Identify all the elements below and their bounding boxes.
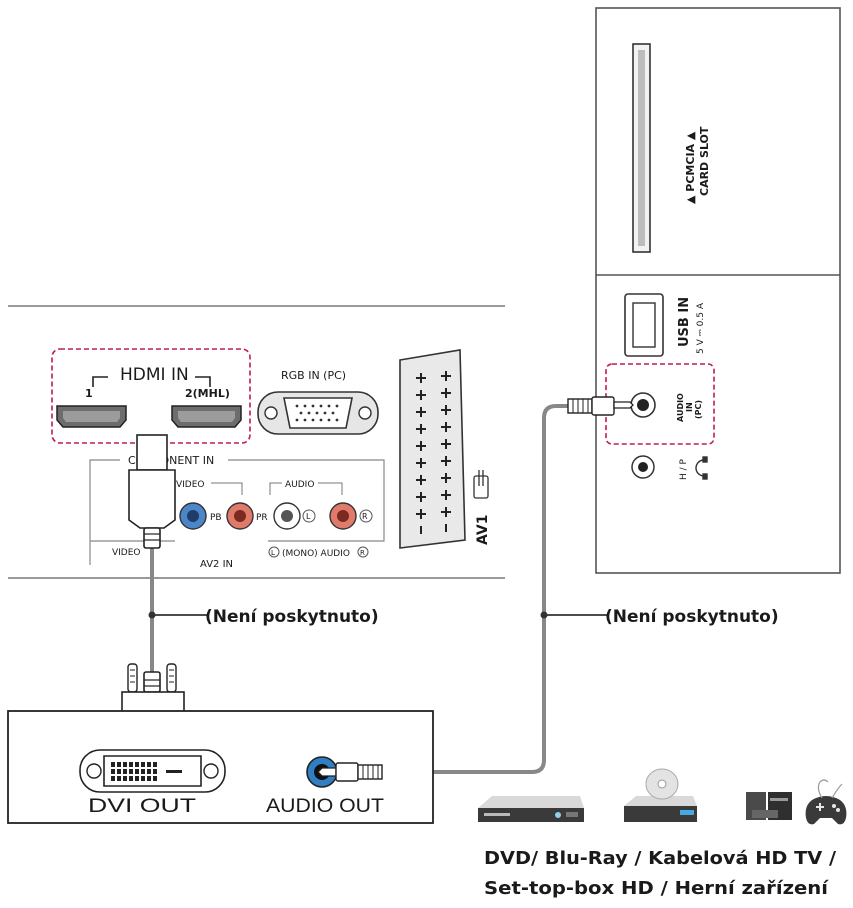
caption-line-1: DVD/ Blu-Ray / Kabelová HD TV / <box>484 848 836 869</box>
hdmi-port-1-label: 1 <box>85 387 93 400</box>
audio-out-label: AUDIO OUT <box>266 796 384 817</box>
audio-left-jack[interactable] <box>273 502 301 530</box>
scart-icon <box>473 470 489 499</box>
hdmi-port-2[interactable] <box>171 405 242 428</box>
audio-right-label: R <box>362 512 368 521</box>
game-controller-icon <box>805 779 847 825</box>
pcmcia-label: ▲ PCMCIA ▲ <box>684 131 697 204</box>
component-in-block <box>89 459 385 565</box>
set-top-box-icon <box>746 792 792 820</box>
dvi-out-port[interactable] <box>79 749 226 793</box>
left-cable-label: (Není poskytnuto) <box>205 607 379 627</box>
mono-audio-label: (MONO) AUDIO <box>282 549 350 559</box>
hdmi-highlight-box <box>51 348 251 444</box>
audio-group-label: AUDIO <box>285 480 314 490</box>
audio-in-label-3: (PC) <box>694 400 703 419</box>
audio-plug-bottom <box>317 762 383 782</box>
scart-av1-port[interactable] <box>399 349 466 549</box>
video-bottom-label: VIDEO <box>112 548 141 558</box>
component-video-label: VIDEO <box>176 480 205 490</box>
hdmi-port-2-label: 2(MHL) <box>185 387 230 400</box>
usb-in-label: USB IN <box>677 297 692 347</box>
audio-left-label: L <box>306 512 311 521</box>
pr-jack[interactable] <box>226 502 254 530</box>
pb-label: PB <box>210 513 222 523</box>
hdmi-plug <box>128 434 176 549</box>
usb-rating-label: 5 V ⎓ 0.5 A <box>696 302 706 354</box>
dvi-out-label: DVI OUT <box>88 796 197 817</box>
card-slot-label: CARD SLOT <box>698 126 711 196</box>
dvd-player-icon <box>478 796 584 822</box>
headphone-icon <box>695 456 708 480</box>
audio-right-jack[interactable] <box>329 502 357 530</box>
audio-in-pc-jack[interactable] <box>630 392 656 418</box>
rgb-in-label: RGB IN (PC) <box>281 369 346 382</box>
audio-in-label-2: IN <box>685 402 694 412</box>
bluray-player-icon <box>624 768 697 822</box>
pb-jack[interactable] <box>179 502 207 530</box>
av1-label: AV1 <box>475 515 491 545</box>
tv-rear-panel <box>8 305 505 579</box>
av2-in-label: AV2 IN <box>200 559 233 570</box>
audio-cable <box>398 404 580 774</box>
rgb-port[interactable] <box>257 391 379 435</box>
caption-line-2: Set-top-box HD / Herní zařízení <box>484 878 829 899</box>
hdmi-port-1[interactable] <box>56 405 127 428</box>
right-cable-label: (Není poskytnuto) <box>605 607 779 627</box>
audio-in-label-1: AUDIO <box>676 393 685 422</box>
mono-left-label: L <box>271 549 275 557</box>
headphone-jack[interactable] <box>631 455 655 479</box>
usb-port[interactable] <box>624 293 664 357</box>
hp-label: H / P <box>679 458 689 480</box>
audio-plug-top <box>567 396 634 416</box>
pr-label: PR <box>256 513 268 523</box>
hdmi-in-label: HDMI IN <box>120 365 189 385</box>
mono-right-label: R <box>360 549 365 557</box>
